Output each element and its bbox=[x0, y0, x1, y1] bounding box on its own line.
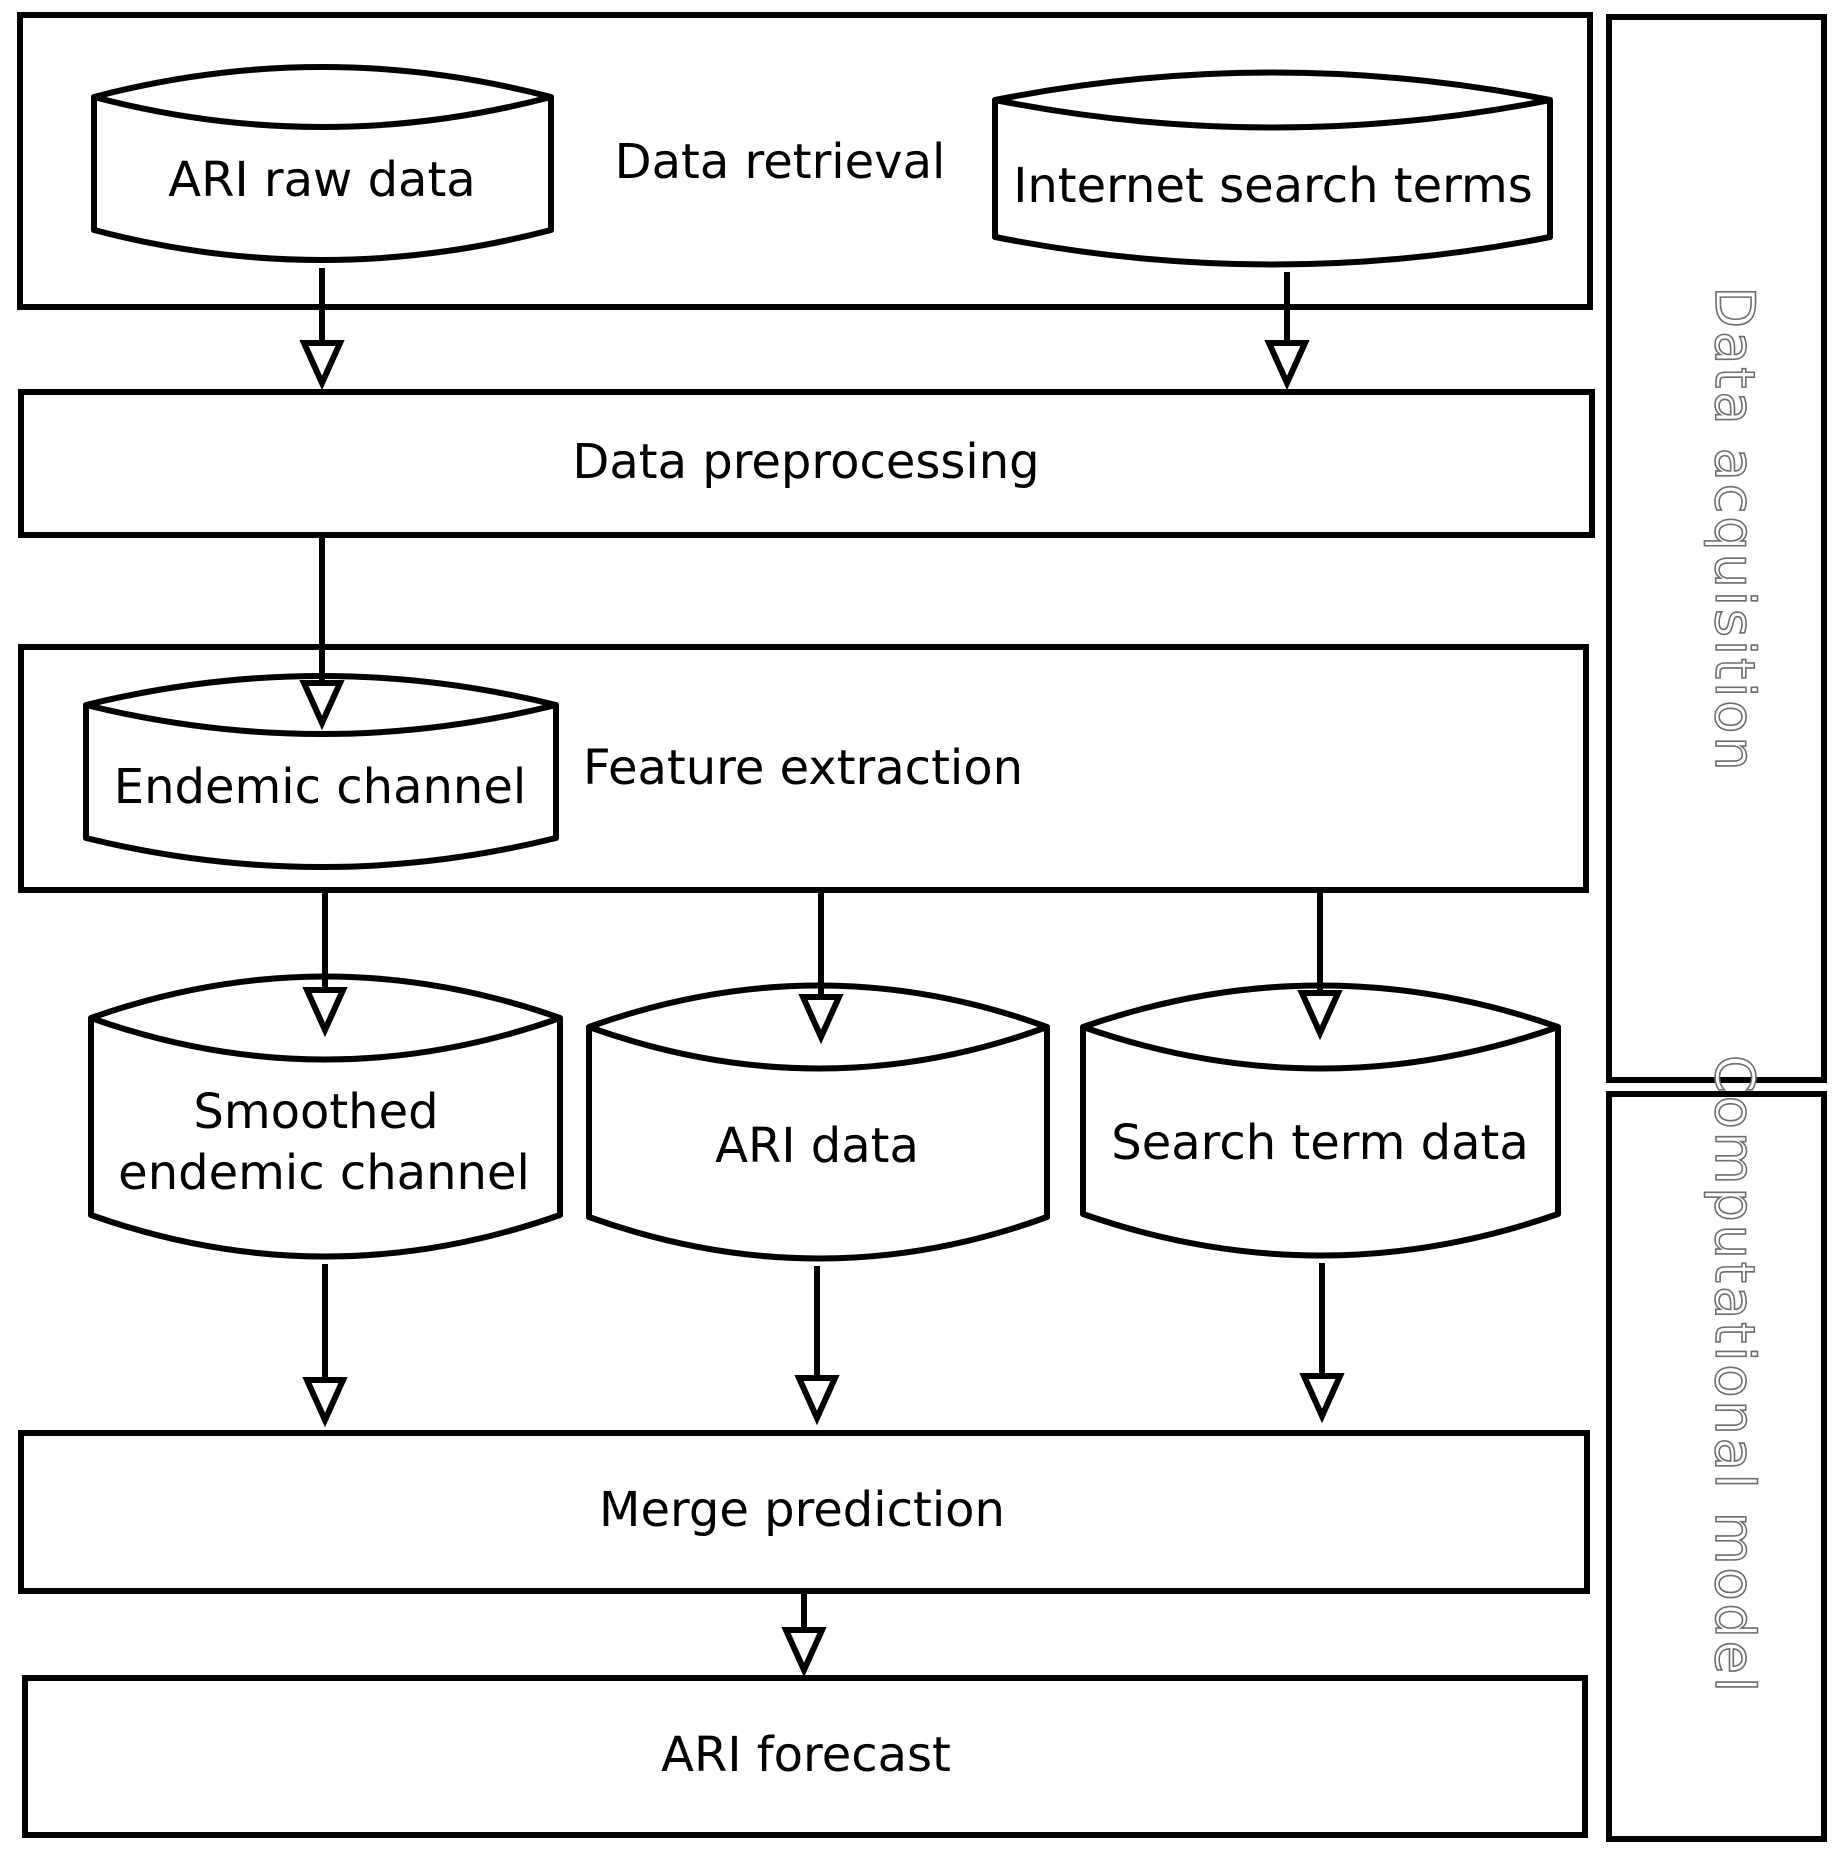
data-acquisition-label: Data acquisition bbox=[1703, 287, 1766, 774]
merge-prediction-label: Merge prediction bbox=[599, 1482, 1005, 1538]
smoothed-endemic-channel-label-line1: Smoothed bbox=[193, 1084, 438, 1140]
arrow-feature-to-search-term-data bbox=[1297, 893, 1343, 1041]
data-retrieval-label: Data retrieval bbox=[615, 134, 946, 190]
ari-raw-data-label: ARI raw data bbox=[168, 152, 475, 208]
endemic-channel-store bbox=[83, 673, 559, 870]
data-acquisition-panel bbox=[1606, 14, 1827, 1083]
ari-forecast-label: ARI forecast bbox=[661, 1727, 951, 1783]
arrow-feature-to-smoothed bbox=[302, 893, 348, 1038]
arrow-preprocessing-to-endemic-channel bbox=[299, 538, 345, 731]
ari-data-label: ARI data bbox=[715, 1118, 919, 1174]
endemic-channel-label: Endemic channel bbox=[114, 759, 526, 815]
internet-search-terms-store bbox=[992, 69, 1553, 268]
arrow-ari-raw-to-preprocessing bbox=[299, 268, 345, 391]
arrow-smoothed-to-merge bbox=[302, 1264, 348, 1428]
arrow-ari-data-to-merge bbox=[794, 1266, 840, 1426]
smoothed-endemic-channel-label-line2: endemic channel bbox=[118, 1145, 530, 1201]
computational-model-panel bbox=[1606, 1091, 1827, 1842]
search-term-data-label: Search term data bbox=[1111, 1115, 1529, 1171]
data-preprocessing-box bbox=[18, 389, 1595, 538]
arrow-feature-to-ari-data bbox=[798, 893, 844, 1045]
data-preprocessing-label: Data preprocessing bbox=[572, 434, 1039, 490]
search-term-data-store bbox=[1080, 982, 1561, 1259]
internet-search-terms-label: Internet search terms bbox=[1013, 158, 1533, 214]
feature-extraction-label: Feature extraction bbox=[583, 740, 1023, 796]
arrow-merge-to-forecast bbox=[781, 1594, 827, 1678]
computational-model-label: Computational model bbox=[1703, 1055, 1766, 1695]
smoothed-endemic-channel-store bbox=[88, 973, 563, 1260]
ari-data-store bbox=[586, 982, 1050, 1262]
merge-prediction-box bbox=[18, 1430, 1590, 1594]
arrow-search-terms-to-preprocessing bbox=[1264, 272, 1310, 391]
ari-raw-data-store bbox=[91, 64, 554, 263]
arrow-search-term-data-to-merge bbox=[1299, 1263, 1345, 1424]
ari-forecast-box bbox=[22, 1675, 1588, 1838]
